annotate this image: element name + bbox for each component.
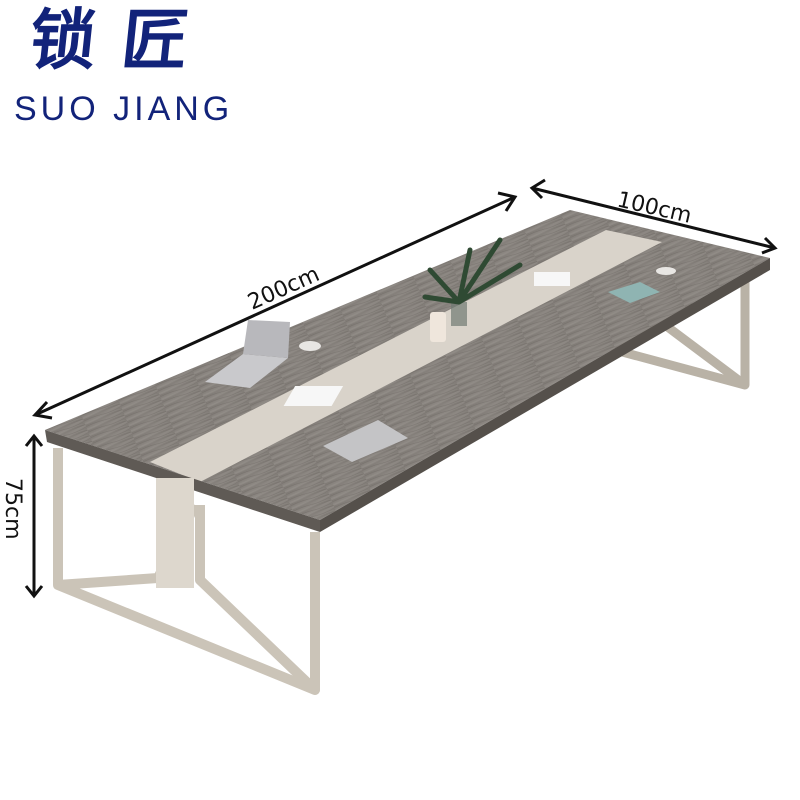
cable-port	[283, 386, 344, 406]
brand-logo-english: SUO JIANG	[14, 90, 234, 128]
cable-port	[534, 272, 570, 286]
coffee-cup	[299, 341, 321, 351]
center-support-panel	[156, 478, 194, 588]
coffee-cup	[656, 267, 676, 275]
tablet	[323, 420, 408, 462]
svg-text:200cm: 200cm	[244, 262, 323, 316]
svg-text:100cm: 100cm	[615, 187, 694, 228]
dimension-height: 75cm	[0, 433, 44, 599]
notebook	[608, 282, 660, 303]
candle	[430, 312, 446, 342]
table-top	[45, 210, 770, 532]
svg-text:75cm: 75cm	[0, 478, 25, 540]
laptop	[205, 320, 290, 388]
plant	[422, 237, 523, 326]
